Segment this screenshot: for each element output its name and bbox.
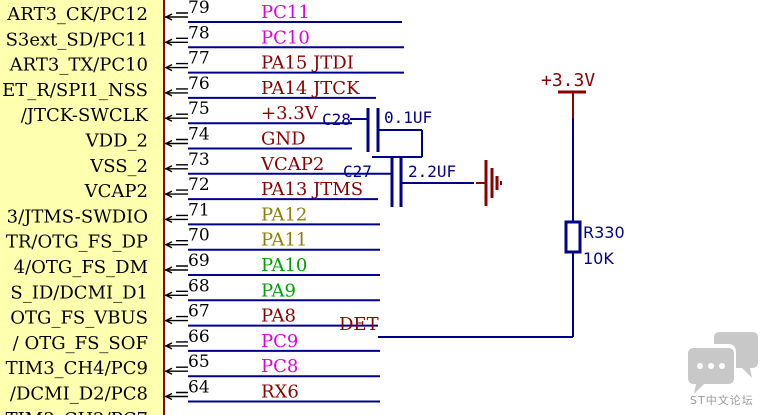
pin-number: 69 [188,251,210,271]
chip-pin-function: S_ID/DCMI_D1 [10,282,148,303]
net-label: PC10 [261,27,310,48]
net-label: PA10 [261,255,307,276]
pin-stub [164,290,188,299]
pin-number: 73 [188,150,210,170]
pin-stub [164,214,188,224]
chip-pin-function: VCAP2 [84,181,148,202]
r330-value: 10K [583,249,614,268]
pin-stubs [164,12,188,401]
net-label: PA9 [261,280,296,301]
net-label: +3.3V [261,103,319,124]
pin-number: 71 [188,200,210,220]
pin-number: 64 [188,378,210,398]
chip-pin-function: /JTCK-SWCLK [21,105,149,126]
pin-number: 65 [188,352,210,372]
det-label: DET [339,314,379,335]
pin-number: 77 [188,49,210,69]
chip-pin-function: TR/OTG_FS_DP [6,232,148,253]
r330-designator: R330 [583,223,625,242]
pin-number: 76 [188,74,210,94]
chip-pin-function: VDD_2 [85,131,148,152]
net-label: PA11 [261,230,307,251]
pin-stub [164,138,188,148]
chip-pin-function: TIM3_CH2/PC7 [6,409,148,415]
pin-stub [164,62,188,72]
chat-bubble-logo-icon [688,332,758,394]
pin-number: 79 [188,0,210,18]
capacitor-c28: C28 0.1UF [322,108,432,158]
pin-stub [164,12,188,21]
chip-pin-function: /DCMI_D2/PC8 [10,384,148,405]
chip-body [0,0,165,415]
pin-stub [164,113,188,122]
net-label: RX6 [261,382,299,403]
net-label: PA8 [261,306,296,327]
pin-number: 68 [188,276,210,296]
net-label: VCAP2 [260,154,324,175]
net-label: PA15 JTDI [261,53,354,74]
c27-value: 2.2UF [408,162,456,181]
pin-stub [164,164,188,173]
pin-numbers: 79 78 77 76 75 74 73 72 71 70 69 68 67 66 65 64 [188,0,210,398]
watermark-text: ST中文论坛 [690,394,754,407]
pin-number: 72 [188,175,210,195]
net-label: PA13 JTMS [261,179,363,200]
net-label: PC11 [261,2,310,23]
pin-stub [164,341,188,350]
pin-stub [164,240,188,249]
pin-stub [164,88,188,97]
chip-pin-function: VSS_2 [89,156,148,177]
chip-pin-function: 4/OTG_FS_DM [14,257,148,278]
pin-stub [164,366,188,375]
chip-pin-function-labels: ART3_CK/PC12S3ext_SD/PC11ART3_TX/PC10ET_… [2,4,148,415]
pin-number: 74 [188,125,210,145]
c27-designator: C27 [343,162,372,181]
power-port-label: +3.3V [541,70,595,91]
net-label: PC8 [261,356,298,377]
chip-pin-function: OTG_FS_VBUS [10,308,148,329]
pin-number: 66 [188,327,210,347]
net-wires [188,21,404,403]
ground-symbol [476,160,502,206]
det-net: DET [339,314,573,338]
chip-pin-function: ART3_TX/PC10 [9,55,148,76]
resistor-r330: R330 10K [564,118,625,337]
pin-number: 67 [188,302,210,322]
chip-pin-function: S3ext_SD/PC11 [6,29,148,50]
c28-designator: C28 [322,110,351,129]
chip-pin-function: 3/JTMS-SWDIO [7,206,148,227]
pin-number: 70 [188,226,210,246]
pin-stub [164,315,188,325]
net-label: PA14 JTCK [261,78,360,99]
net-label: GND [261,129,306,150]
chip-pin-function: ET_R/SPI1_NSS [2,80,148,101]
pin-stub [164,37,188,46]
chip-pin-function: TIM3_CH4/PC9 [6,358,148,379]
c28-value: 0.1UF [384,108,432,127]
pin-stub [164,265,188,274]
chip-pin-function: ART3_CK/PC12 [6,4,148,25]
net-label: PA12 [261,204,307,225]
pin-stub [164,189,188,198]
net-label: PC9 [261,331,298,352]
pin-number: 78 [188,23,210,43]
capacitor-c27: C27 2.2UF [343,158,474,207]
pin-number: 75 [188,99,210,119]
pin-stub [164,391,188,401]
chip-pin-function: / OTG_FS_SOF [13,333,148,354]
power-port-3v3: +3.3V [541,70,595,118]
